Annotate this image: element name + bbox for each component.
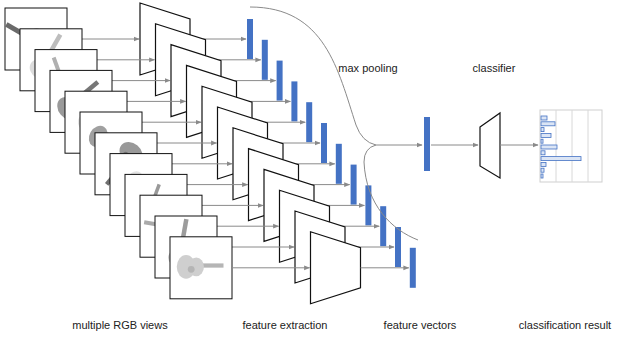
feature-arrow: [361, 267, 409, 268]
feature-vector: [247, 19, 253, 59]
cnn-trapezoid: [311, 232, 361, 304]
feature-vector: [262, 40, 268, 80]
view-stack: [170, 232, 416, 304]
column-caption: feature extraction: [243, 319, 328, 331]
guitar-render: [177, 255, 224, 279]
feature-vector: [410, 248, 416, 288]
result-arrow: [500, 145, 538, 146]
view-image: [170, 237, 232, 299]
stage-label: classifier: [473, 62, 516, 74]
pooling-bracket: [250, 7, 376, 145]
result-histogram: [540, 110, 602, 182]
classifier-trapezoid: [480, 113, 500, 178]
feature-vector: [351, 165, 357, 205]
column-caption: feature vectors: [384, 319, 457, 331]
feature-vector: [306, 102, 312, 142]
column-caption: classification result: [519, 319, 611, 331]
stage-label: max pooling: [338, 62, 397, 74]
pooling-bracket: [364, 145, 418, 240]
pool-arrow: [376, 145, 422, 146]
feature-vector: [321, 123, 327, 163]
pooled-vector: [424, 117, 430, 171]
feature-vector: [365, 185, 371, 225]
feature-vector: [291, 81, 297, 121]
view-arrow: [232, 267, 310, 268]
pool-arrow: [431, 145, 478, 146]
column-caption: multiple RGB views: [72, 319, 167, 331]
feature-vector: [336, 144, 342, 184]
feature-vector: [277, 61, 283, 101]
feature-vector: [395, 227, 401, 267]
